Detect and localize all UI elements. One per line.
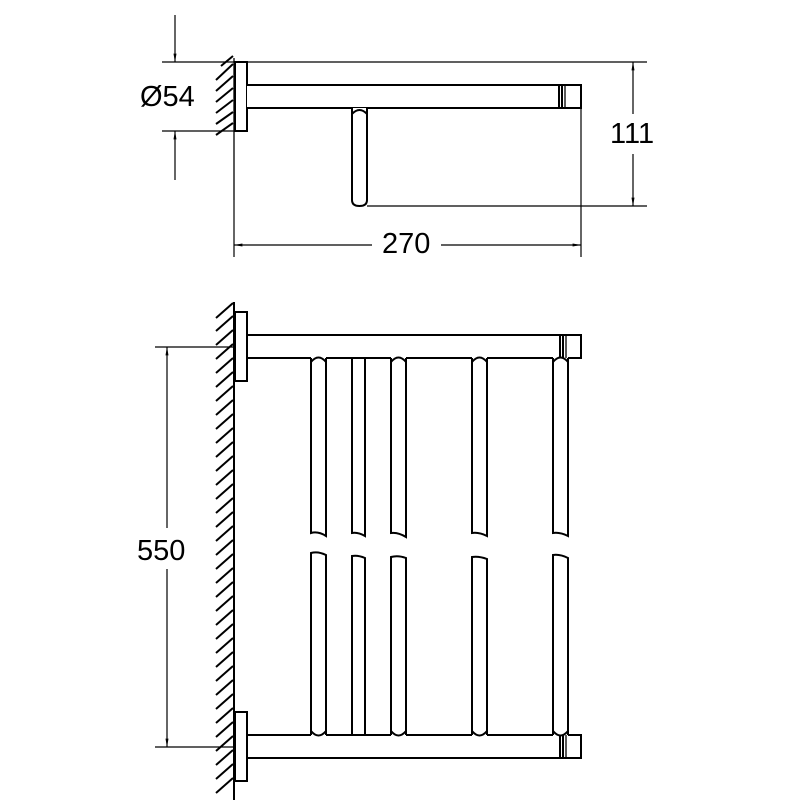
projection-dimension <box>233 108 582 257</box>
diameter-dimension <box>162 15 234 180</box>
wall-hatching <box>215 302 235 800</box>
upper-flange <box>234 311 248 382</box>
front-view <box>155 302 582 800</box>
height-label: 550 <box>137 534 186 569</box>
lower-end-cap <box>559 735 567 758</box>
side-view <box>162 15 647 257</box>
depth-dimension <box>247 61 647 207</box>
diameter-label: Ø54 <box>140 81 195 113</box>
projection-label: 270 <box>378 230 435 259</box>
support-rod <box>247 84 582 109</box>
lower-rod <box>247 734 582 759</box>
height-dimension <box>155 346 234 748</box>
depth-label: 111 <box>608 118 657 150</box>
wall-flange <box>234 61 248 132</box>
end-cap <box>558 85 566 108</box>
hanging-bar <box>351 108 368 208</box>
wall-hatching <box>215 55 235 200</box>
lower-flange <box>234 711 248 782</box>
upper-rod <box>247 334 582 359</box>
upper-end-cap <box>559 335 567 358</box>
vertical-bars <box>310 356 569 737</box>
